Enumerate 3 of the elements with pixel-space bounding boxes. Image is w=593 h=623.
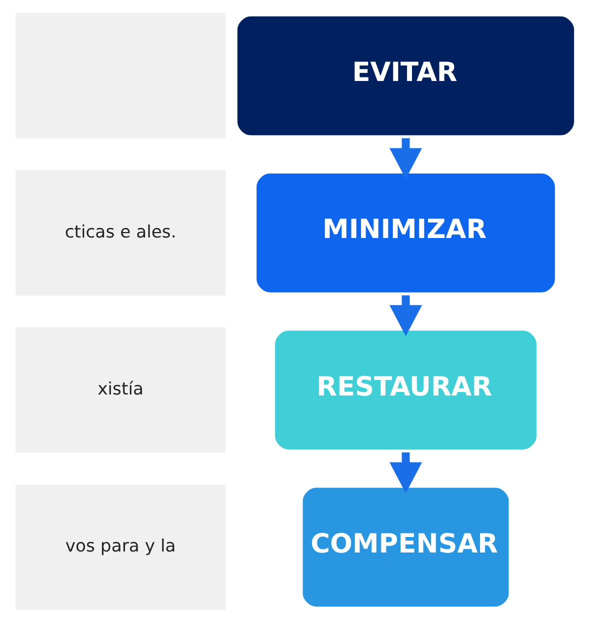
arrow xyxy=(390,295,422,336)
arrow xyxy=(390,452,422,494)
arrow xyxy=(390,138,422,180)
